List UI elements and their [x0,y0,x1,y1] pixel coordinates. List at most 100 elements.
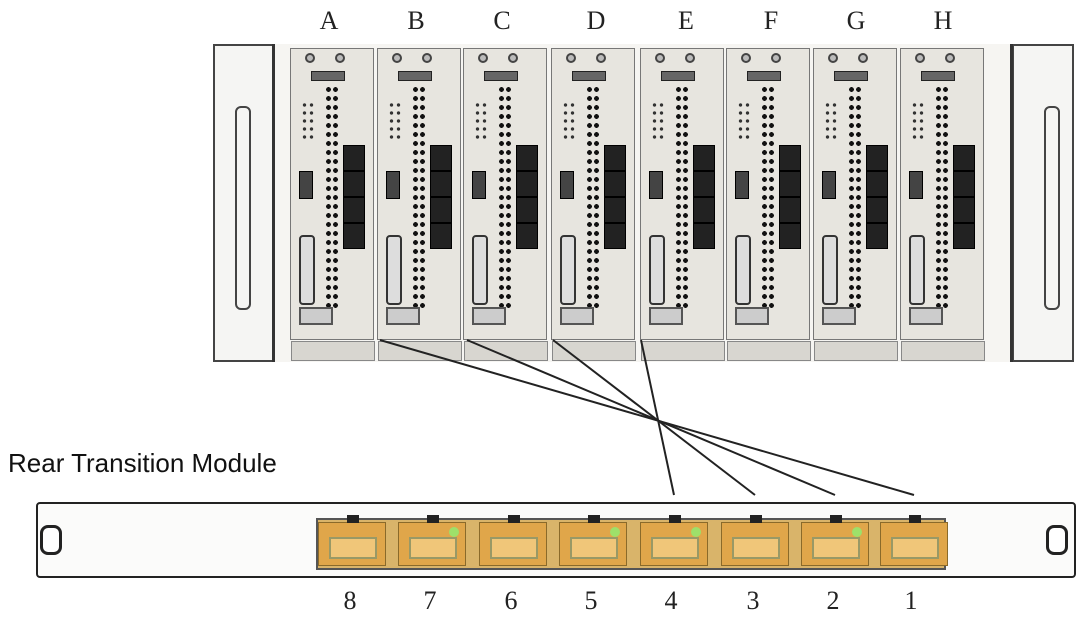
serial-port-icon [560,307,594,325]
blade-foot [641,341,725,361]
ethernet-port-icon [693,223,715,249]
screw-icon [335,53,345,63]
ethernet-port-icon [343,145,365,171]
ethernet-port-icon [866,145,888,171]
usb-port-icon [822,171,836,199]
ethernet-port-icon [866,223,888,249]
rj45-jack-icon [329,537,377,559]
screw-icon [305,53,315,63]
ethernet-port-icon [430,171,452,197]
serial-port-icon [386,307,420,325]
port-number-5: 5 [584,586,598,615]
status-leds [651,101,665,141]
screw-icon [422,53,432,63]
ethernet-port-icon [779,171,801,197]
handle-bar [572,71,606,81]
rj45-port-4 [640,515,708,566]
screw-icon [508,53,518,63]
screw-icon [685,53,695,63]
port-number-4: 4 [664,586,678,615]
vent-holes [325,85,339,311]
screw-icon [771,53,781,63]
rj45-port-1 [880,515,948,566]
blade-d [551,48,636,361]
ethernet-port-icon [604,223,626,249]
slot-label-g: G [846,6,866,35]
handle-bar [747,71,781,81]
serial-port-icon [299,307,333,325]
blade-f [726,48,811,361]
usb-port-icon [299,171,313,199]
rj45-port-7 [398,515,466,566]
ethernet-port-icon [604,171,626,197]
screw-icon [478,53,488,63]
rtm-left-screw-icon [40,525,62,555]
blade-foot [814,341,898,361]
blade-h [900,48,985,361]
ethernet-port-icon [516,223,538,249]
vent-holes [935,85,949,311]
blade-foot [291,341,375,361]
ethernet-port-icon [953,223,975,249]
latch-icon [909,515,921,523]
connection-a-to-1 [379,339,915,496]
port-number-8: 8 [343,586,357,615]
status-leds [474,101,488,141]
handle-bar [311,71,345,81]
usb-port-icon [386,171,400,199]
screw-icon [566,53,576,63]
handle-bar [834,71,868,81]
ethernet-port-icon [604,197,626,223]
rj45-jack-icon [409,537,457,559]
vent-holes [498,85,512,311]
blade-a [290,48,375,361]
handle-bar [921,71,955,81]
right-handle [1044,106,1060,310]
dsub-connector-icon [560,235,576,305]
left-rack-ear [213,44,275,362]
blade-g [813,48,898,361]
ethernet-port-icon [430,145,452,171]
ethernet-port-icon [343,171,365,197]
port-number-3: 3 [746,586,760,615]
blade-foot [901,341,985,361]
status-leds [911,101,925,141]
blade-c [463,48,548,361]
screw-icon [392,53,402,63]
ethernet-port-icon [779,145,801,171]
ethernet-port-icon [516,197,538,223]
dsub-connector-icon [822,235,838,305]
handle-bar [398,71,432,81]
link-led-icon [449,527,459,537]
latch-icon [830,515,842,523]
status-leds [388,101,402,141]
ethernet-port-icon [516,145,538,171]
blade-foot [464,341,548,361]
ethernet-port-icon [693,145,715,171]
rj45-port-2 [801,515,869,566]
ethernet-port-icon [866,171,888,197]
dsub-connector-icon [299,235,315,305]
vent-holes [848,85,862,311]
right-rack-ear [1012,44,1074,362]
connection-b-to-2 [466,339,836,496]
rj45-jack-icon [812,537,860,559]
screw-icon [655,53,665,63]
dsub-connector-icon [649,235,665,305]
latch-icon [588,515,600,523]
ethernet-port-icon [430,223,452,249]
slot-label-c: C [493,6,511,35]
ethernet-port-icon [604,145,626,171]
port-number-1: 1 [904,586,918,615]
blade-b [377,48,462,361]
blade-e [640,48,725,361]
connection-c-to-3 [552,339,756,496]
status-leds [824,101,838,141]
serial-port-icon [649,307,683,325]
rj45-jack-icon [732,537,780,559]
rj45-jack-icon [570,537,618,559]
blade-foot [552,341,636,361]
rj45-jack-icon [490,537,538,559]
ethernet-port-icon [516,171,538,197]
connection-d-to-4 [640,339,675,496]
